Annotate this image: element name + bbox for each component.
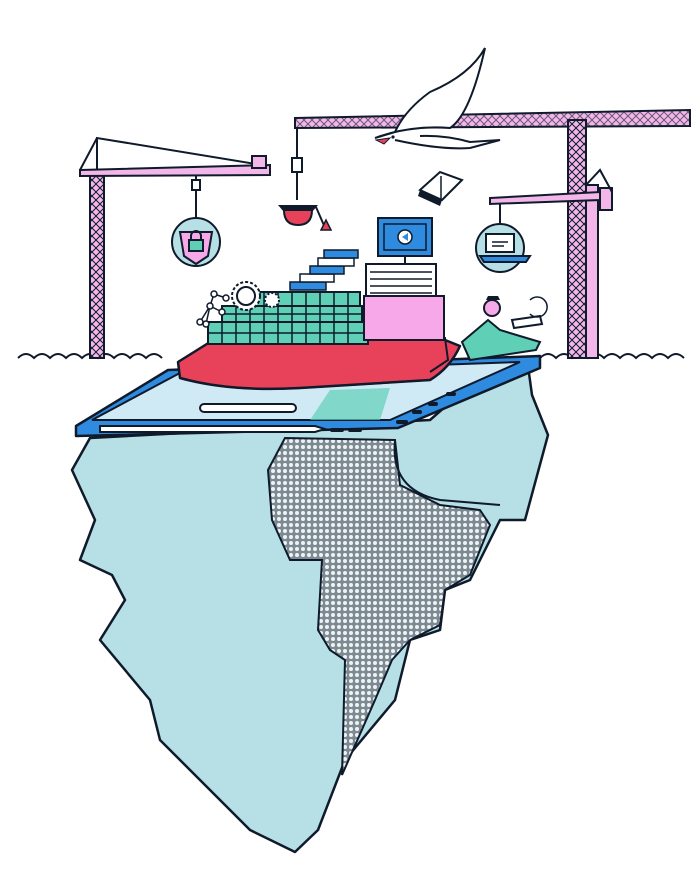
stacked-documents [289, 249, 359, 291]
tablet-home-bar [199, 403, 297, 413]
book-icon [418, 170, 464, 206]
graduation-cap [278, 205, 333, 231]
iceberg-crease [393, 439, 501, 506]
tablet-buttons [330, 392, 456, 432]
padlock-badge [171, 217, 221, 267]
laptop-badge [475, 223, 532, 273]
stylus [99, 425, 329, 433]
person-with-laptop [460, 296, 548, 362]
iceberg [70, 364, 550, 854]
gear-icon [264, 292, 280, 308]
ship-cabin [363, 263, 445, 341]
construction-crane [79, 136, 271, 359]
network-icon [196, 290, 230, 328]
iceberg-dotted-core [266, 436, 492, 776]
crane-jib [291, 108, 691, 200]
monitor-icon [377, 217, 433, 264]
tower-crane [489, 119, 613, 359]
iceberg-body [70, 364, 550, 854]
padlock-icon [188, 239, 204, 252]
laptop-icon [485, 233, 515, 253]
seagull [374, 47, 501, 150]
ship-containers [207, 291, 369, 345]
gears [231, 281, 280, 311]
laptop-icon [510, 314, 544, 330]
